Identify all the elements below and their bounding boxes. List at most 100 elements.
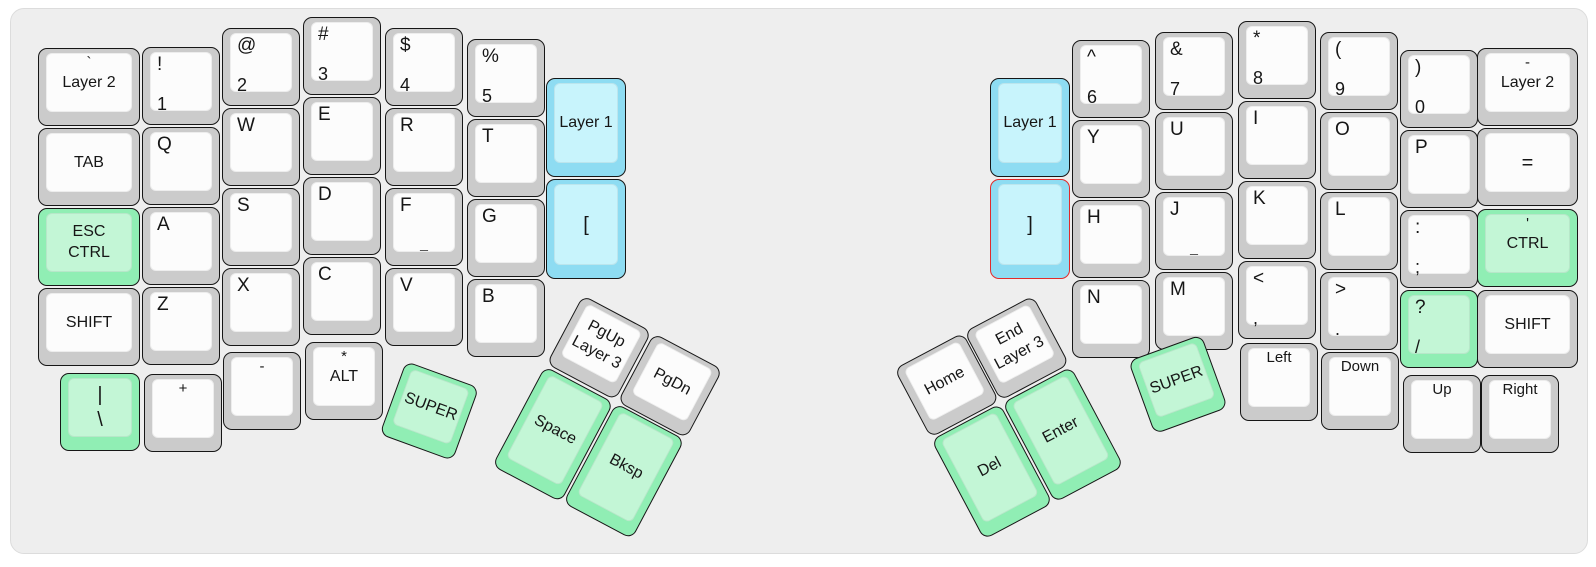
key-left-shift[interactable]: SHIFT [38, 288, 140, 366]
key-arrow-left[interactable]: Left [1240, 343, 1318, 421]
key-right-shift-cap: SHIFT [1485, 295, 1570, 354]
key-arrow-right[interactable]: Right [1481, 375, 1559, 453]
key-1[interactable]: !1 [142, 47, 220, 125]
key-r[interactable]: R [385, 108, 463, 186]
key-q[interactable]: Q [142, 127, 220, 205]
key-pipe-backslash-cap: |\ [68, 378, 132, 437]
key-grave-layer2[interactable]: `Layer 2 [38, 48, 140, 126]
key-equals-label: = [1521, 151, 1534, 174]
key-3[interactable]: #3 [303, 17, 381, 95]
key-layer1-left[interactable]: Layer 1 [546, 78, 626, 177]
key-question-slash-label: ? [1415, 297, 1426, 318]
key-9[interactable]: (9 [1320, 32, 1398, 110]
key-z[interactable]: Z [142, 287, 220, 365]
key-4-label: 4 [400, 75, 411, 95]
key-minus-layer2-label: Layer 2 [1500, 73, 1555, 91]
key-question-slash-label: / [1415, 337, 1421, 357]
key-g[interactable]: G [467, 199, 545, 277]
key-quote-ctrl[interactable]: 'CTRL [1477, 209, 1578, 287]
key-x-label: X [237, 275, 250, 296]
key-period[interactable]: >. [1320, 272, 1398, 350]
key-e-label: E [318, 104, 331, 125]
key-star-alt[interactable]: *ALT [305, 342, 383, 420]
key-arrow-down[interactable]: Down [1321, 352, 1399, 430]
key-4[interactable]: $4 [385, 28, 463, 106]
key-pipe-backslash-label: | [97, 384, 103, 406]
key-z-cap: Z [150, 292, 212, 351]
key-c[interactable]: C [303, 257, 381, 335]
key-super-right-legend: SUPER [1139, 343, 1215, 417]
key-5-label: 5 [482, 86, 493, 106]
key-m-cap: M [1163, 277, 1225, 336]
key-p[interactable]: P [1400, 130, 1478, 208]
key-8-cap: *8 [1246, 26, 1308, 87]
key-left-bracket[interactable]: [ [546, 179, 626, 279]
key-5-cap: %5 [475, 44, 537, 106]
key-right-bracket[interactable]: ] [990, 179, 1070, 279]
key-arrow-right-label: Right [1502, 381, 1538, 398]
key-t[interactable]: T [467, 119, 545, 197]
key-f[interactable]: F_ [385, 188, 463, 266]
key-b[interactable]: B [467, 279, 545, 357]
key-j[interactable]: J_ [1155, 192, 1233, 270]
key-n[interactable]: N [1072, 280, 1150, 358]
key-plus-label: + [178, 380, 188, 397]
key-u[interactable]: U [1155, 112, 1233, 190]
key-arrow-up[interactable]: Up [1403, 375, 1481, 453]
key-right-shift[interactable]: SHIFT [1477, 290, 1578, 368]
key-arrow-down-cap: Down [1329, 357, 1391, 416]
key-esc-ctrl-label: CTRL [68, 244, 110, 261]
key-6[interactable]: ^6 [1072, 40, 1150, 118]
key-a-label: A [157, 214, 170, 235]
key-s[interactable]: S [222, 188, 300, 266]
key-4-label: $ [400, 35, 411, 56]
key-plus[interactable]: + [144, 374, 222, 452]
key-l[interactable]: L [1320, 192, 1398, 270]
key-pipe-backslash-label: \ [97, 409, 103, 431]
key-layer1-left-legend: Layer 1 [555, 84, 617, 162]
key-k[interactable]: K [1238, 181, 1316, 259]
key-right-bracket-label: ] [1027, 213, 1033, 236]
key-arrow-down-label: Down [1340, 358, 1380, 375]
key-y[interactable]: Y [1072, 120, 1150, 198]
key-layer1-right[interactable]: Layer 1 [990, 78, 1070, 177]
key-v[interactable]: V [385, 268, 463, 346]
key-9-cap: (9 [1328, 37, 1390, 98]
key-r-cap: R [393, 113, 455, 172]
key-5[interactable]: %5 [467, 39, 545, 117]
key-f-cap: F_ [393, 193, 455, 252]
key-h-cap: H [1080, 205, 1142, 264]
key-m[interactable]: M [1155, 272, 1233, 350]
key-7[interactable]: &7 [1155, 32, 1233, 110]
key-semicolon[interactable]: :; [1400, 210, 1478, 288]
key-tab[interactable]: TAB [38, 128, 140, 206]
key-right-bracket-legend: ] [999, 185, 1061, 264]
key-h[interactable]: H [1072, 200, 1150, 278]
key-i[interactable]: I [1238, 101, 1316, 179]
key-i-cap: I [1246, 106, 1308, 165]
key-arrow-left-cap: Left [1248, 348, 1310, 407]
key-b-label: B [482, 286, 495, 307]
key-pipe-backslash[interactable]: |\ [60, 373, 140, 451]
key-0[interactable]: )0 [1400, 50, 1478, 128]
key-e[interactable]: E [303, 97, 381, 175]
key-super-left-label: SUPER [402, 388, 460, 424]
key-2[interactable]: @2 [222, 28, 300, 106]
key-left-shift-cap: SHIFT [46, 293, 132, 352]
key-b-cap: B [475, 284, 537, 343]
key-d[interactable]: D [303, 177, 381, 255]
key-minus-layer2[interactable]: -Layer 2 [1477, 48, 1578, 126]
key-semicolon-label: ; [1415, 257, 1421, 277]
key-o[interactable]: O [1320, 112, 1398, 190]
key-w[interactable]: W [222, 108, 300, 186]
key-equals[interactable]: = [1477, 128, 1578, 206]
key-8[interactable]: *8 [1238, 21, 1316, 99]
key-a[interactable]: A [142, 207, 220, 285]
key-comma[interactable]: <, [1238, 261, 1316, 339]
key-minus[interactable]: - [223, 352, 301, 430]
key-question-slash[interactable]: ?/ [1400, 290, 1478, 368]
key-x[interactable]: X [222, 268, 300, 346]
key-right-shift-legend: SHIFT [1486, 296, 1569, 353]
key-1-label: ! [157, 54, 163, 75]
